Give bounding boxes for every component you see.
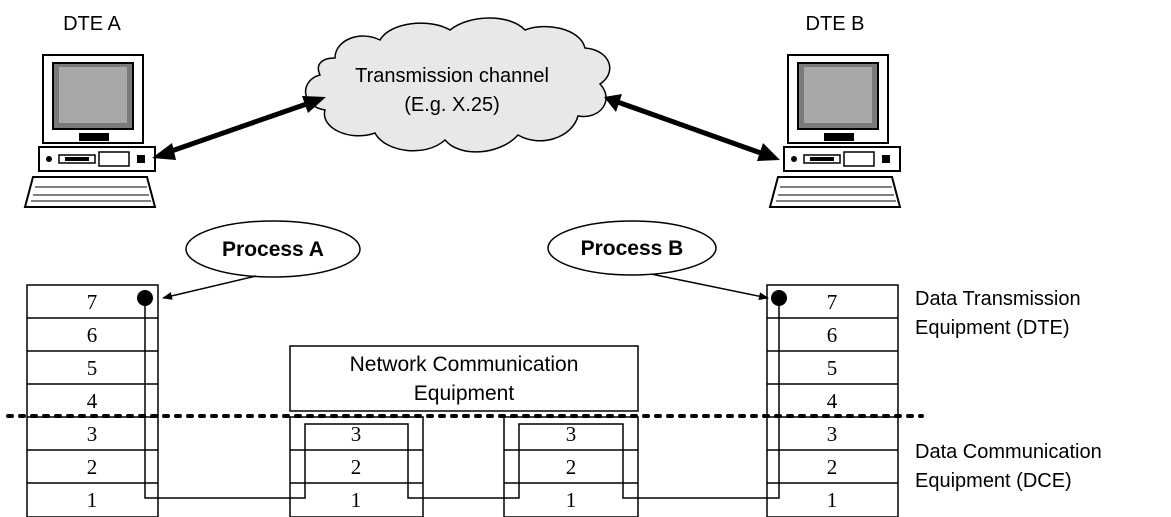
stack-b-layer-5: 5	[827, 356, 838, 380]
dte-side-label-line2: Equipment (DTE)	[915, 317, 1070, 339]
stack-b-layer-2: 2	[827, 455, 838, 479]
stack-a-layer-1: 1	[87, 488, 98, 512]
stack-b-layer-6: 6	[827, 323, 838, 347]
dte-b-label: DTE B	[806, 13, 865, 35]
relay-1-layer-1: 1	[351, 488, 362, 512]
relay-2-layer-1: 1	[566, 488, 577, 512]
relay-1-layer-3: 3	[351, 422, 362, 446]
stack-b-layer-7: 7	[827, 290, 838, 314]
computer-b-icon	[768, 54, 902, 208]
process-a-pointer	[162, 275, 257, 300]
process-a-label: Process A	[222, 238, 324, 261]
dte-side-label-line1: Data Transmission	[915, 288, 1081, 310]
stack-b-layer-4: 4	[827, 389, 838, 413]
stack-a-layer-7: 7	[87, 290, 98, 314]
stack-a-layer-3: 3	[87, 422, 98, 446]
dte-a-label: DTE A	[63, 13, 121, 35]
link-b-arrow	[604, 94, 780, 161]
transmission-cloud	[304, 17, 611, 153]
process-a-ellipse	[185, 220, 361, 278]
data-path-line	[144, 298, 780, 499]
stack-a-layer-4: 4	[87, 389, 98, 413]
stack-a-layer-6: 6	[87, 323, 98, 347]
dce-side-label-line2: Equipment (DCE)	[915, 470, 1072, 492]
relay-2-layer-3: 3	[566, 422, 577, 446]
relay-node-2: 3 2 1	[503, 416, 639, 517]
stack-a: 7 6 5 4 3 2 1	[26, 284, 159, 517]
dce-side-label-line1: Data Communication	[915, 441, 1102, 463]
network-equipment-line1: Network Communication	[350, 353, 579, 376]
stack-a-layer-5: 5	[87, 356, 98, 380]
process-b-ellipse	[547, 220, 717, 276]
network-equipment-line2: Equipment	[414, 382, 515, 405]
computer-a-icon	[23, 54, 157, 208]
relay-1-layer-2: 2	[351, 455, 362, 479]
link-a-arrow	[152, 96, 326, 160]
relay-node-1: 3 2 1	[289, 416, 424, 517]
cloud-title: Transmission channel	[355, 65, 549, 87]
stack-b-layer-1: 1	[827, 488, 838, 512]
process-b-label: Process B	[581, 237, 684, 260]
stack-a-layer-2: 2	[87, 455, 98, 479]
process-b-pointer	[650, 273, 769, 301]
endpoint-a-dot	[137, 290, 153, 306]
cloud-subtitle: (E.g. X.25)	[404, 94, 500, 116]
relay-2-layer-2: 2	[566, 455, 577, 479]
network-equipment-box	[289, 345, 639, 412]
stack-b-layer-3: 3	[827, 422, 838, 446]
endpoint-b-dot	[771, 290, 787, 306]
stack-b: 7 6 5 4 3 2 1	[766, 284, 899, 517]
